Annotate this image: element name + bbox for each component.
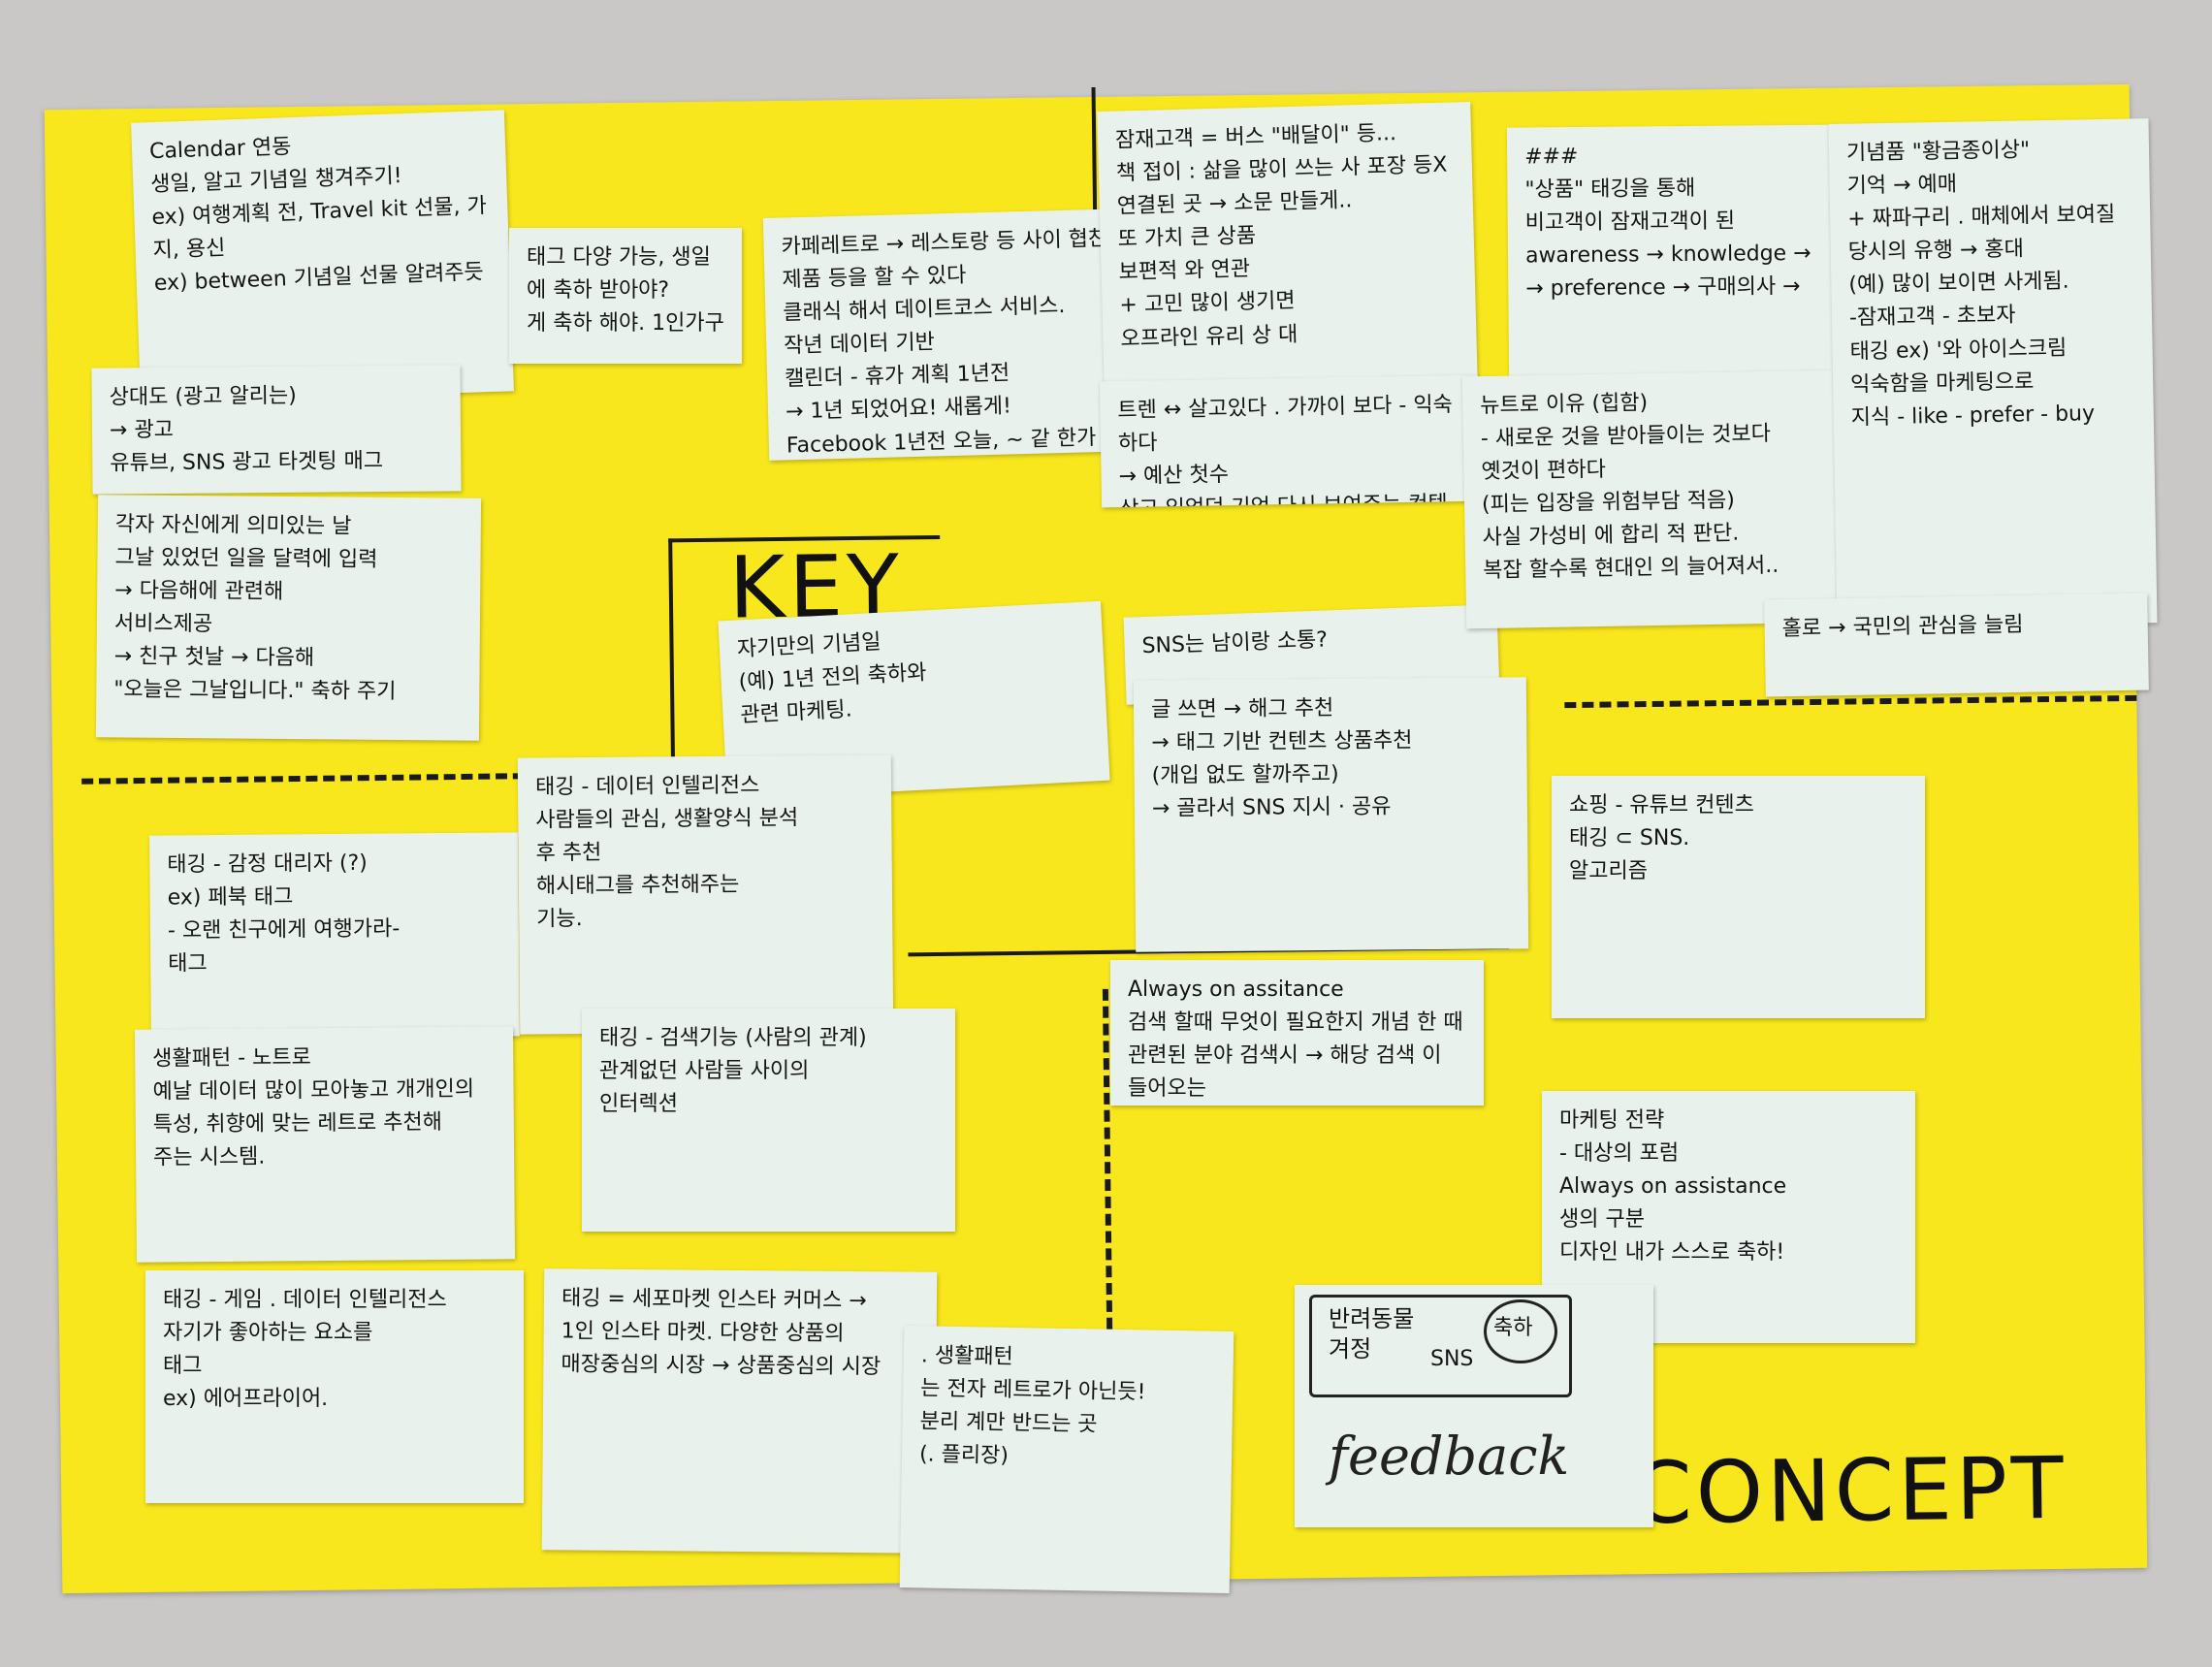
feedback-frame	[1309, 1295, 1572, 1397]
divider-left-horizontal	[81, 772, 577, 785]
divider-right-horizontal	[1564, 694, 2137, 709]
note-shopping: 쇼핑 - 유튜브 컨텐츠 태깅 ⊂ SNS. 알고리즘	[1552, 776, 1925, 1018]
note-always-on: Always on assitance 검색 할때 무엇이 필요한지 개념 한 …	[1110, 960, 1484, 1106]
note-cell-market: 태깅 = 세포마켓 인스타 커머스 → 1인 인스타 마켓. 다양한 상품의 매…	[541, 1268, 938, 1554]
feedback-word: feedback	[1329, 1426, 1570, 1487]
feedback-circle	[1484, 1299, 1557, 1363]
note-collab: 태그 다양 가능, 생일 에 축하 받아야? 게 축하 해야. 1인가구	[509, 228, 742, 364]
note-sns-recommend: 글 쓰면 → 해그 추천 → 태그 기반 컨텐츠 상품추천 (개입 없도 할까주…	[1133, 677, 1529, 952]
note-data-intelligence: 태깅 - 데이터 인텔리전스 사람들의 관심, 생활양식 분석 후 추천 해시태…	[517, 754, 894, 1035]
feedback-sns-text: SNS	[1430, 1347, 1474, 1371]
note-trend: 트렌 ↔ 살고있다 . 가까이 보다 - 익숙하다 → 예산 첫수 상고 있었던…	[1099, 374, 1481, 508]
note-newtro: 뉴트로 이유 (힙함) - 새로운 것을 받아들이는 것보다 옛것이 편하다 (…	[1461, 369, 1845, 629]
feedback-circle-text: 축하	[1493, 1316, 1533, 1340]
note-ad: 상대도 (광고 알리는) → 광고 유튜브, SNS 광고 타겟팅 매그	[91, 365, 462, 495]
note-calendar: Calendar 연동 생일, 알고 기념일 챙겨주기! ex) 여행계획 전,…	[131, 110, 514, 404]
note-retro-cafe: 카페레트로 → 레스토랑 등 사이 협찬 제품 등을 할 수 있다 클래식 해서…	[762, 208, 1138, 461]
note-emotion-tag: 태깅 - 감정 대리자 (?) ex) 페북 태그 - 오랜 친구에게 여행가라…	[149, 832, 520, 1040]
note-lifestyle: 생활패턴 - 노트로 예날 데이터 많이 모아놓고 개개인의 특성, 취향에 맞…	[134, 1026, 516, 1263]
note-feedback: 반려동물 겨정 SNS 축하 feedback	[1295, 1285, 1653, 1527]
feedback-pet-text: 반려동물 겨정	[1329, 1305, 1415, 1363]
note-search-tag: 태깅 - 검색기능 (사람의 관계) 관계없던 사람들 사이의 인터렉션	[582, 1009, 955, 1232]
note-life-pattern-2: . 생활패턴 는 전자 레트로가 아닌듯! 분리 계만 반드는 곳 (. 플리장…	[899, 1326, 1234, 1593]
note-meaningful-day: 각자 자신에게 의미있는 날 그날 있었던 일을 달력에 입력 → 다음해에 관…	[95, 495, 482, 741]
note-gaming: 태깅 - 게임 . 데이터 인텔리전스 자기가 좋아하는 요소를 태그 ex) …	[145, 1270, 524, 1503]
note-brand: 기념품 "황금종이상" 기억 → 예매 + 짜파구리 . 매체에서 보여질 당시…	[1828, 118, 2158, 628]
note-national-interest: 홀로 → 국민의 관심을 늘림	[1764, 593, 2149, 697]
note-potential-customer: 잠재고객 = 버스 "배달이" 등... 책 접이 : 삶을 많이 쓰는 사 포…	[1097, 102, 1478, 393]
concept-label: CONCEPT	[1631, 1437, 2068, 1544]
note-product-tagging: ### "상품" 태깅을 통해 비고객이 잠재고객이 된 awareness →…	[1506, 124, 1869, 380]
